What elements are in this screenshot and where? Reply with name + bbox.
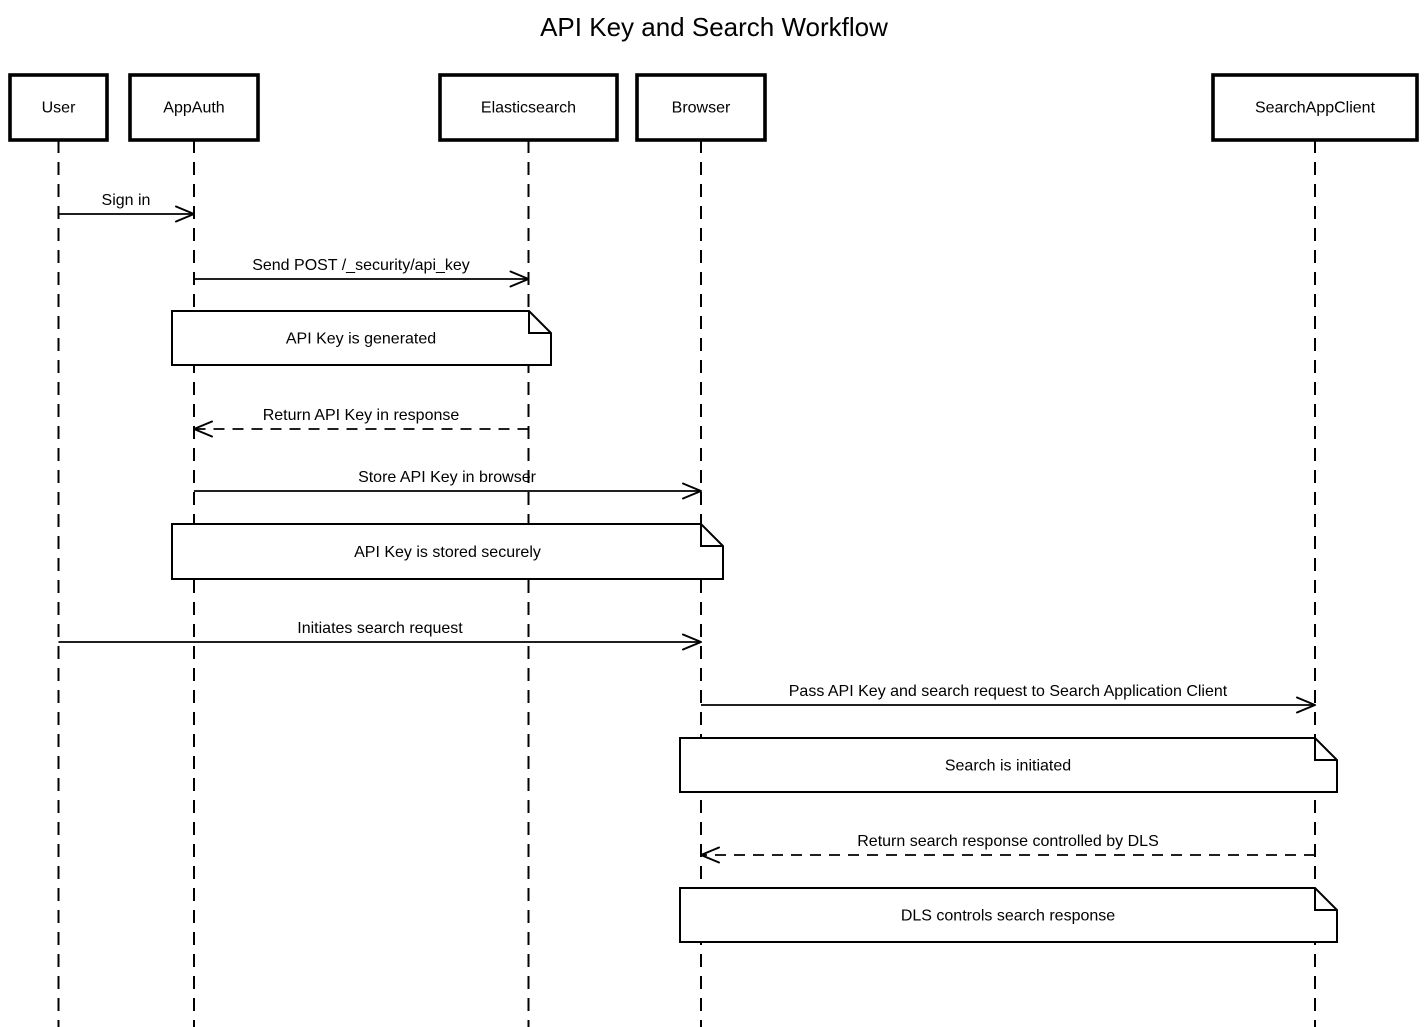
participant-box-searchappclient (1211, 73, 1419, 142)
note-body (679, 737, 1338, 793)
message-label: Initiates search request (297, 620, 463, 637)
message-initiates-search: Initiates search request (58, 620, 702, 651)
participant-box-browser (635, 73, 767, 142)
participant-label-appauth: AppAuth (163, 100, 224, 117)
note-body (679, 887, 1338, 943)
note-fold-corner (700, 524, 723, 547)
participant-box-elasticsearch (438, 73, 619, 142)
note-text: API Key is generated (286, 331, 436, 348)
note-body (171, 523, 724, 580)
message-return-api-key: Return API Key in response (193, 407, 529, 438)
note-text: DLS controls search response (901, 908, 1115, 925)
note-body (171, 310, 552, 366)
note-fold-corner (1314, 888, 1337, 911)
participant-appauth: AppAuth (128, 73, 260, 142)
message-label: Sign in (102, 192, 151, 209)
message-label: Return search response controlled by DLS (857, 833, 1159, 850)
participant-label-browser: Browser (672, 100, 731, 117)
participant-elasticsearch: Elasticsearch (438, 73, 619, 142)
message-label: Send POST /_security/api_key (252, 257, 470, 274)
participant-box-user (8, 73, 109, 142)
note-text: Search is initiated (945, 758, 1071, 775)
message-label: Pass API Key and search request to Searc… (789, 683, 1228, 700)
note-fold-corner (528, 311, 551, 334)
note-api-key-stored: API Key is stored securely (171, 523, 724, 580)
participant-box-appauth (128, 73, 260, 142)
lifelines (57, 140, 1316, 1027)
participant-user: User (8, 73, 109, 142)
note-fold-corner (1314, 738, 1337, 761)
participant-label-elasticsearch: Elasticsearch (481, 100, 576, 117)
note-text: API Key is stored securely (354, 544, 541, 561)
message-store-api-key: Store API Key in browser (194, 469, 702, 500)
note-search-initiated: Search is initiated (679, 737, 1338, 793)
message-label: Store API Key in browser (358, 469, 537, 486)
note-dls-controls-response: DLS controls search response (679, 887, 1338, 943)
note-api-key-generated: API Key is generated (171, 310, 552, 366)
message-sign-in: Sign in (58, 192, 195, 223)
participant-label-user: User (42, 100, 76, 117)
message-send-post-api-key: Send POST /_security/api_key (194, 257, 530, 288)
message-return-search-response: Return search response controlled by DLS (700, 833, 1315, 864)
message-pass-api-key-search: Pass API Key and search request to Searc… (701, 683, 1316, 714)
participant-browser: Browser (635, 73, 767, 142)
participants: User AppAuth Elasticsearch Browser Searc… (8, 73, 1419, 142)
message-label: Return API Key in response (263, 407, 460, 424)
participant-label-searchappclient: SearchAppClient (1255, 100, 1376, 117)
participant-searchappclient: SearchAppClient (1211, 73, 1419, 142)
diagram-title: API Key and Search Workflow (540, 12, 888, 42)
